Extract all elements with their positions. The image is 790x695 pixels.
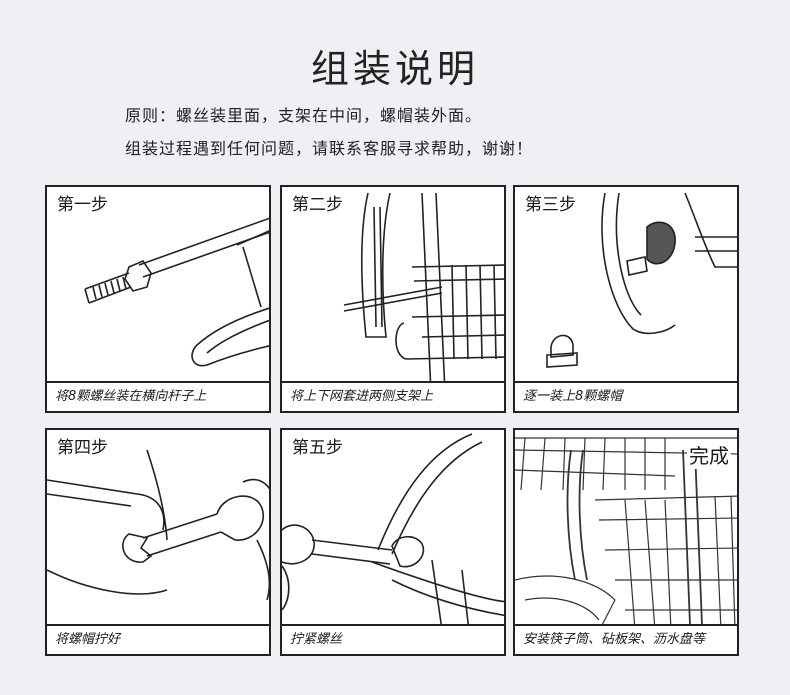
page-title: 组装说明 bbox=[0, 38, 790, 93]
step-3-illustration bbox=[515, 187, 739, 413]
step-3-panel: 第三步 逐一装上8颗螺帽 bbox=[513, 185, 739, 413]
step-3-label: 第三步 bbox=[523, 190, 578, 215]
step-complete-panel: 完成 安装筷子筒、砧板架、沥水盘等 bbox=[513, 428, 739, 656]
step-1-panel: 第一步 将8颗螺丝装在横向杆子上 bbox=[45, 185, 271, 413]
step-2-illustration bbox=[282, 187, 506, 413]
step-4-illustration bbox=[47, 430, 271, 656]
step-1-illustration bbox=[47, 187, 271, 413]
step-1-label: 第一步 bbox=[55, 190, 110, 215]
step-5-caption: 拧紧螺丝 bbox=[282, 624, 504, 654]
step-2-panel: 第二步 将上下网套进两侧支架上 bbox=[280, 185, 506, 413]
step-5-illustration bbox=[282, 430, 506, 656]
intro-line-contact: 组装过程遇到任何问题，请联系客服寻求帮助，谢谢！ bbox=[125, 135, 533, 159]
step-5-label: 第五步 bbox=[290, 433, 345, 458]
step-complete-caption: 安装筷子筒、砧板架、沥水盘等 bbox=[515, 624, 737, 654]
step-2-caption: 将上下网套进两侧支架上 bbox=[282, 381, 504, 411]
step-5-panel: 第五步 拧紧螺丝 bbox=[280, 428, 506, 656]
step-complete-label: 完成 bbox=[687, 440, 731, 469]
step-1-caption: 将8颗螺丝装在横向杆子上 bbox=[47, 381, 269, 411]
intro-line-principle: 原则：螺丝装里面，支架在中间，螺帽装外面。 bbox=[125, 102, 482, 126]
step-4-panel: 第四步 将螺帽拧好 bbox=[45, 428, 271, 656]
step-4-caption: 将螺帽拧好 bbox=[47, 624, 269, 654]
step-3-caption: 逐一装上8颗螺帽 bbox=[515, 381, 737, 411]
step-2-label: 第二步 bbox=[290, 190, 345, 215]
step-4-label: 第四步 bbox=[55, 433, 110, 458]
